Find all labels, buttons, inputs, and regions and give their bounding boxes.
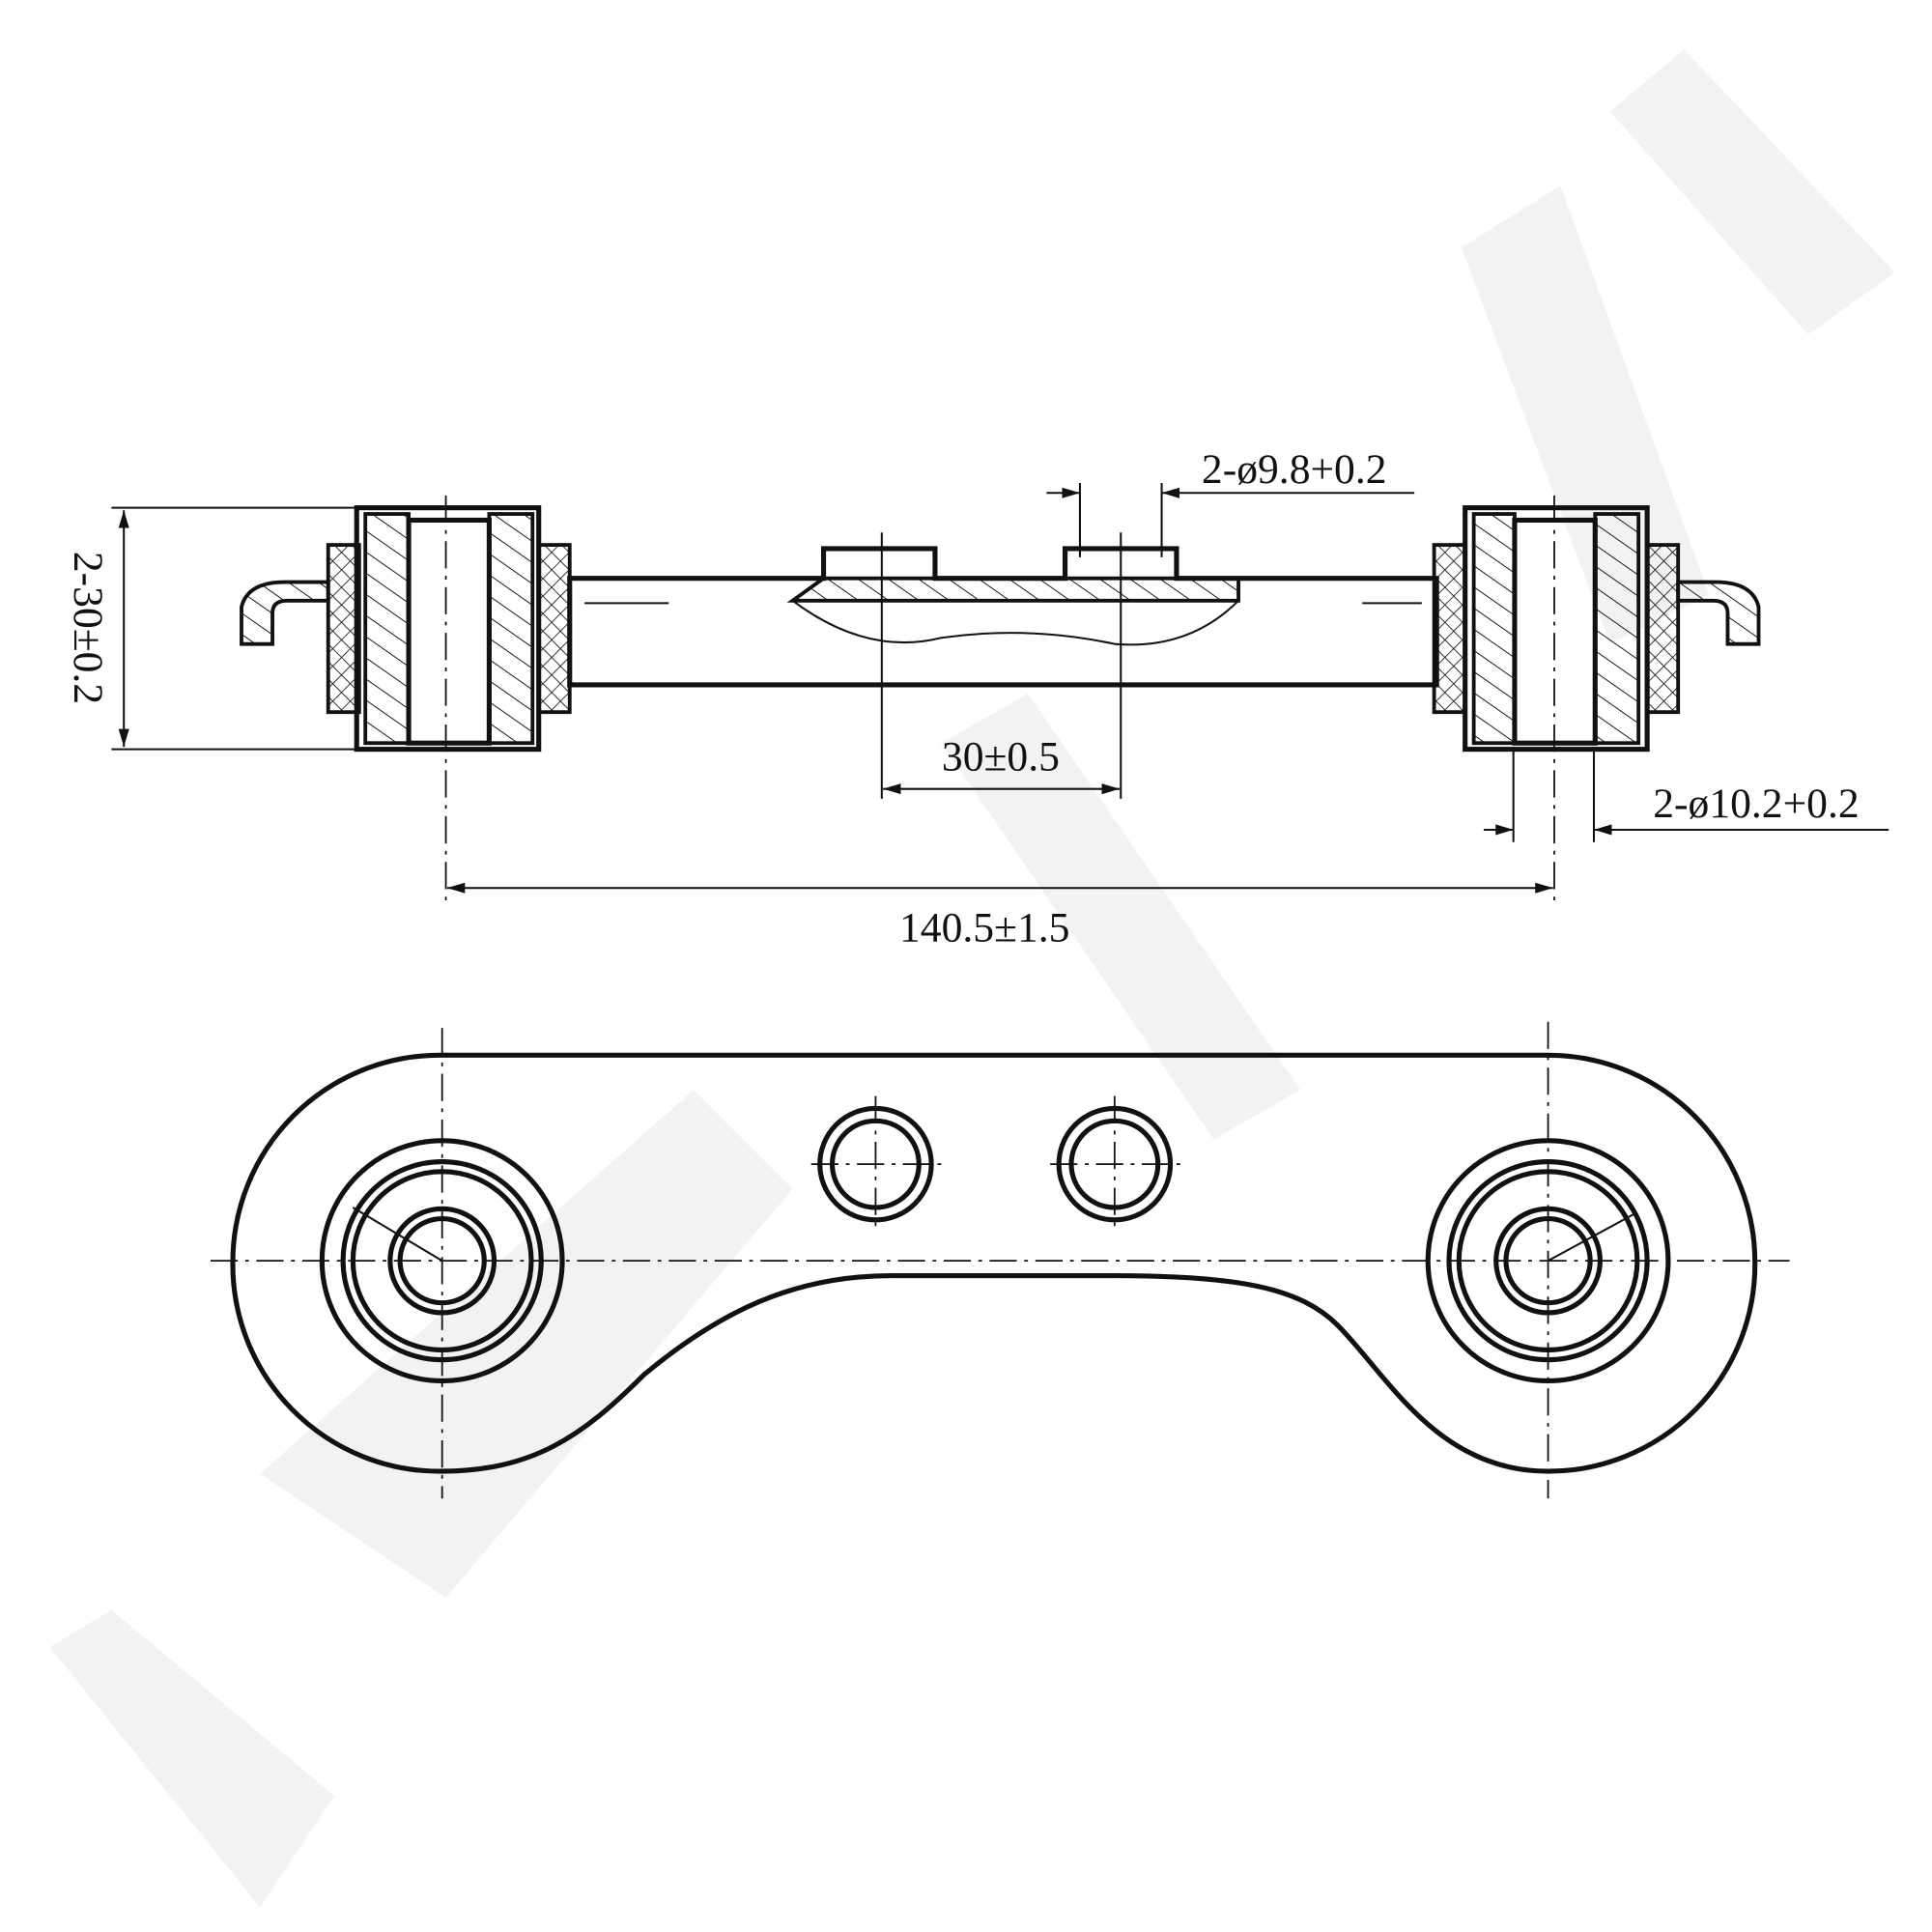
right-bushing xyxy=(1432,505,1761,753)
dimension-width: 2-30±0.2 xyxy=(65,506,359,751)
left-bracket xyxy=(240,580,330,646)
watermark xyxy=(49,49,1895,1908)
dimension-center-distance: 140.5±1.5 xyxy=(446,882,1553,951)
dim-bore: 2-ø10.2+0.2 xyxy=(1653,781,1859,827)
dim-center-distance: 140.5±1.5 xyxy=(899,904,1069,951)
dim-stud-hole: 2-ø9.8+0.2 xyxy=(1202,446,1387,493)
arm-body xyxy=(567,546,1439,688)
dimension-bore: 2-ø10.2+0.2 xyxy=(1483,781,1889,836)
dimension-stud-hole: 2-ø9.8+0.2 xyxy=(1046,446,1415,498)
arm-contour xyxy=(791,599,1239,646)
dim-stud-spacing: 30±0.5 xyxy=(942,733,1060,780)
section-view xyxy=(240,483,1761,904)
right-bracket xyxy=(1676,580,1761,646)
left-bushing xyxy=(240,505,572,753)
link-outline xyxy=(230,1052,1758,1474)
dim-bushing-width: 2-30±0.2 xyxy=(65,552,111,704)
arm-top-hatch xyxy=(786,576,1240,603)
dimension-stud-spacing: 30±0.5 xyxy=(883,733,1120,795)
plan-view xyxy=(210,1021,1790,1499)
